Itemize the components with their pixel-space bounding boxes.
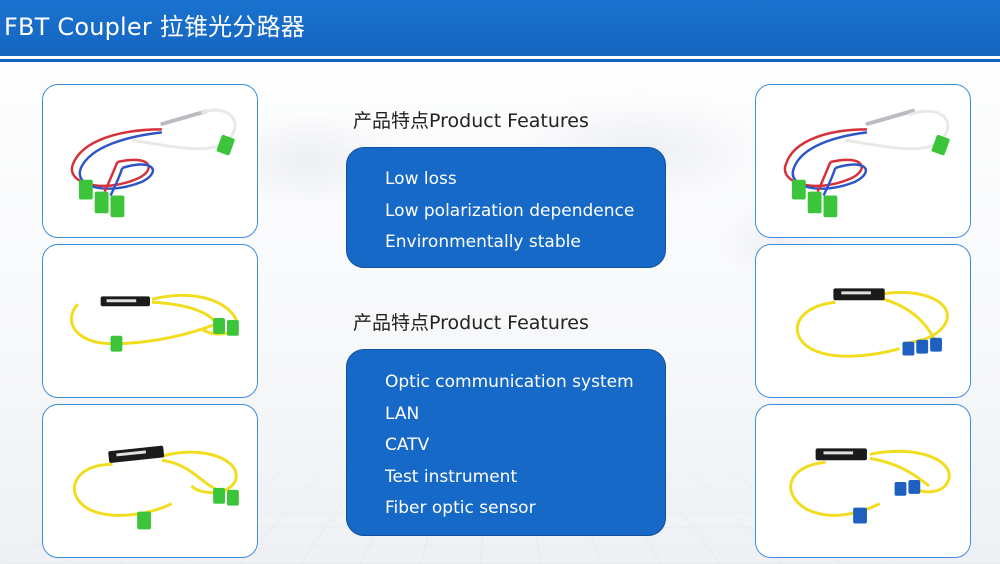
application-item: Fiber optic sensor <box>385 498 536 518</box>
application-item: Optic communication system <box>385 372 634 392</box>
product-image-card-2 <box>42 244 258 398</box>
product-image-card-3 <box>42 404 258 558</box>
product-image-card-1 <box>42 84 258 238</box>
features-heading-1: 产品特点Product Features <box>353 110 589 132</box>
features-box-1: Low loss Low polarization dependence Env… <box>346 147 666 268</box>
fbt-coupler-box-yellow-green-connectors-icon <box>69 293 239 352</box>
application-item: Test instrument <box>385 466 518 487</box>
fbt-coupler-box-yellow-blue-connectors-icon <box>795 288 949 358</box>
fbt-coupler-tube-green-connectors-icon <box>70 108 237 218</box>
feature-item: Low loss <box>385 169 457 189</box>
features-box-2: Optic communication system LAN CATV Test… <box>346 349 666 536</box>
product-image-card-5 <box>755 244 971 398</box>
application-item: CATV <box>385 435 430 455</box>
application-item: LAN <box>385 403 420 424</box>
feature-item: Low polarization dependence <box>385 200 635 221</box>
features-heading-2: 产品特点Product Features <box>353 312 589 334</box>
fbt-coupler-box-yellow-green-connectors-icon <box>72 445 239 530</box>
fbt-coupler-tube-green-connectors-icon <box>783 108 950 218</box>
title-bar: FBT Coupler 拉锥光分路器 <box>0 0 1000 56</box>
product-image-card-6 <box>755 404 971 558</box>
page-title: FBT Coupler 拉锥光分路器 <box>4 13 305 41</box>
title-underline <box>0 59 1000 62</box>
feature-item: Environmentally stable <box>385 232 581 252</box>
fbt-coupler-box-yellow-blue-connectors-icon <box>789 448 951 524</box>
product-image-card-4 <box>755 84 971 238</box>
